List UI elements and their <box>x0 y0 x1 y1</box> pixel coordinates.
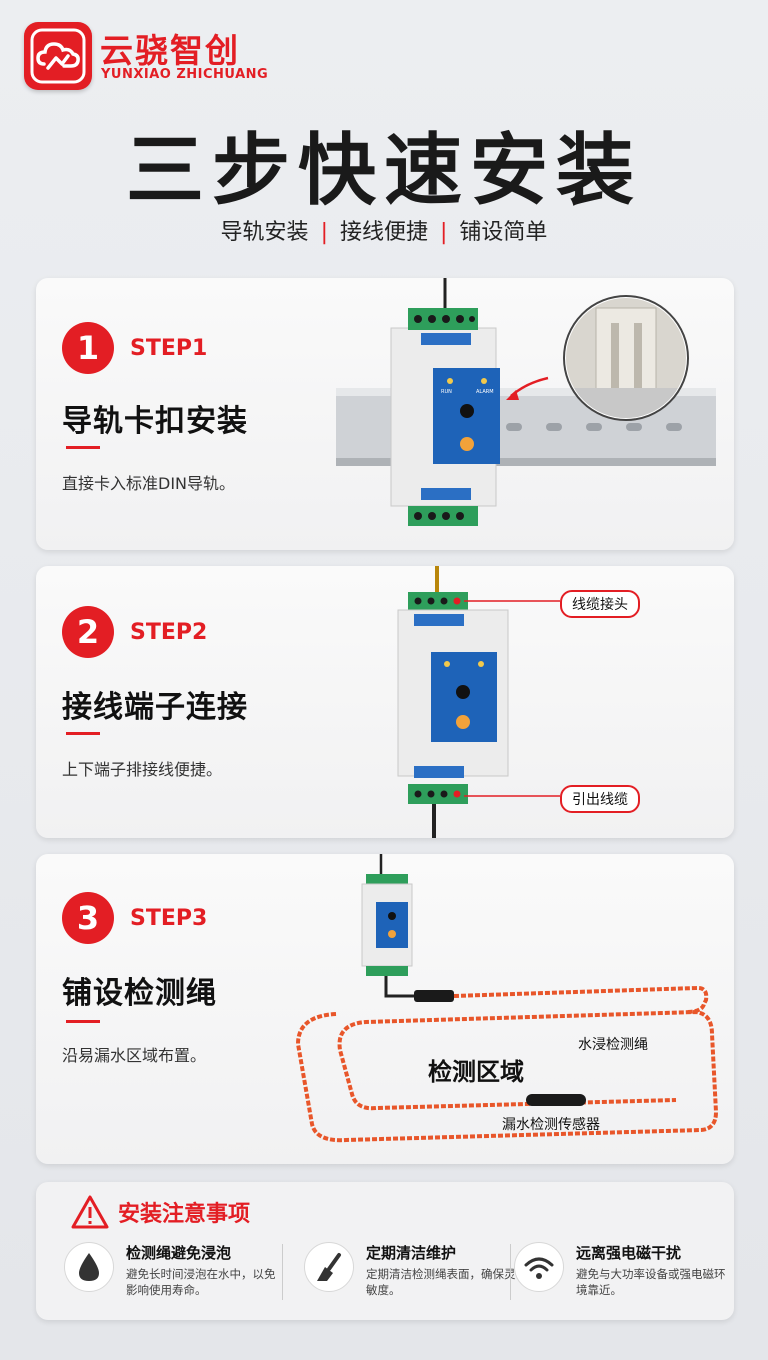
step3-number-badge: 3 <box>62 892 114 944</box>
subtitle-separator: | <box>320 220 328 245</box>
note-title: 检测绳避免浸泡 <box>126 1244 232 1262</box>
svg-text:RUN: RUN <box>441 389 452 395</box>
svg-text:ALARM: ALARM <box>476 389 494 395</box>
step1-title: 导轨卡扣安装 <box>62 404 248 439</box>
step2-label: STEP2 <box>130 620 208 645</box>
notes-panel: 安装注意事项 检测绳避免浸泡 避免长时间浸泡在水中，以免影响使用寿命。 定期清洁… <box>36 1182 734 1320</box>
detection-area-label: 检测区域 <box>428 1058 524 1086</box>
wifi-signal-icon <box>514 1242 564 1292</box>
step1-desc: 直接卡入标准DIN导轨。 <box>62 474 236 493</box>
subtitle-item: 导轨安装 <box>220 220 309 245</box>
note-desc: 避免长时间浸泡在水中，以免影响使用寿命。 <box>126 1267 276 1297</box>
brush-icon <box>304 1242 354 1292</box>
step3-label: STEP3 <box>130 906 208 931</box>
step1-illustration: RUN ALARM <box>336 278 716 526</box>
step3-card: 3 STEP3 铺设检测绳 沿易漏水区域布置。 检测区域 水浸检测绳 漏水检测传… <box>36 854 734 1164</box>
rope-label: 水浸检测绳 <box>578 1037 648 1053</box>
warning-icon <box>71 1195 109 1229</box>
step3-title: 铺设检测绳 <box>62 976 217 1011</box>
note-title: 远离强电磁干扰 <box>576 1244 682 1262</box>
brand-logo <box>24 22 92 90</box>
brand-name-en: YUNXIAO ZHICHUANG <box>101 67 269 82</box>
note-title: 定期清洁维护 <box>366 1244 457 1262</box>
sensor-label: 漏水检测传感器 <box>502 1117 600 1133</box>
note-divider <box>510 1244 511 1300</box>
step1-number-badge: 1 <box>62 322 114 374</box>
step2-desc: 上下端子排接线便捷。 <box>62 760 223 779</box>
step1-label: STEP1 <box>130 336 208 361</box>
page-title: 三步快速安装 <box>125 126 642 216</box>
notes-title: 安装注意事项 <box>118 1202 251 1227</box>
callout-lead-cable: 引出线缆 <box>560 785 640 813</box>
step1-divider <box>66 446 100 449</box>
step3-divider <box>66 1020 100 1023</box>
step3-desc: 沿易漏水区域布置。 <box>62 1046 207 1065</box>
step2-number-badge: 2 <box>62 606 114 658</box>
step2-card: 2 STEP2 接线端子连接 上下端子排接线便捷。 线缆接头 引出线缆 <box>36 566 734 838</box>
step2-title: 接线端子连接 <box>62 690 248 725</box>
note-desc: 避免与大功率设备或强电磁环境靠近。 <box>576 1267 726 1297</box>
page-subtitle: 导轨安装 | 接线便捷 | 铺设简单 <box>0 214 768 246</box>
subtitle-item: 接线便捷 <box>339 220 428 245</box>
step3-illustration <box>295 854 719 1143</box>
note-divider <box>282 1244 283 1300</box>
note-item: 定期清洁维护 定期清洁检测绳表面，确保灵敏度。 <box>284 1236 516 1306</box>
water-drop-icon <box>64 1242 114 1292</box>
subtitle-separator: | <box>440 220 448 245</box>
subtitle-item: 铺设简单 <box>459 220 548 245</box>
step2-divider <box>66 732 100 735</box>
callout-cable-connector: 线缆接头 <box>560 590 640 618</box>
brand-name-cn: 云骁智创 <box>100 31 240 70</box>
note-item: 远离强电磁干扰 避免与大功率设备或强电磁环境靠近。 <box>494 1236 726 1306</box>
note-desc: 定期清洁检测绳表面，确保灵敏度。 <box>366 1267 516 1297</box>
step2-illustration <box>397 566 560 838</box>
step1-card: 1 STEP1 导轨卡扣安装 直接卡入标准DIN导轨。 RUN ALARM <box>36 278 734 550</box>
note-item: 检测绳避免浸泡 避免长时间浸泡在水中，以免影响使用寿命。 <box>44 1236 276 1306</box>
